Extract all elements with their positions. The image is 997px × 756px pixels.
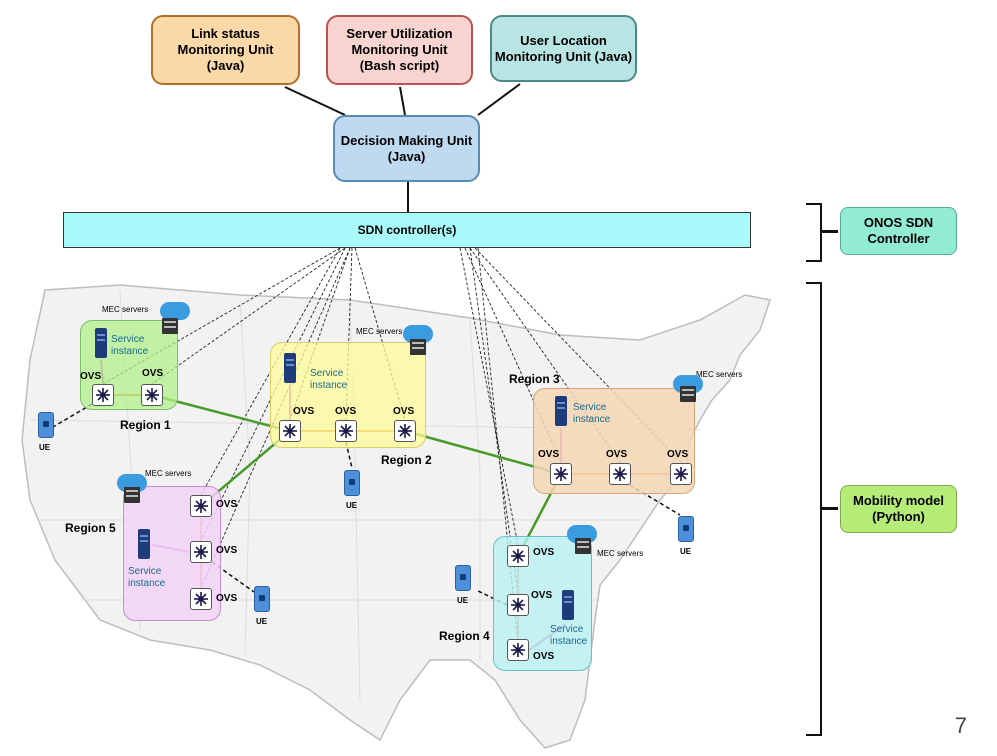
ovs-switch-icon[interactable] xyxy=(92,384,114,406)
onos-sdn-controller-box: ONOS SDN Controller xyxy=(840,207,957,255)
mobility-model-box: Mobility model (Python) xyxy=(840,485,957,533)
server-icon xyxy=(138,529,150,559)
ue-phone-icon[interactable] xyxy=(38,412,54,438)
ue-phone-icon[interactable] xyxy=(678,516,694,542)
onos-bracket xyxy=(806,203,822,262)
server-rack-icon xyxy=(680,386,696,402)
server-icon xyxy=(95,328,107,358)
unit-connectors xyxy=(284,83,521,212)
ovs-label: OVS xyxy=(293,406,315,417)
ovs-switch-icon[interactable] xyxy=(394,420,416,442)
ovs-label: OVS xyxy=(80,371,102,382)
ovs-switch-icon[interactable] xyxy=(507,545,529,567)
decision-making-unit: Decision Making Unit (Java) xyxy=(333,115,480,182)
ovs-label: OVS xyxy=(335,406,357,417)
ovs-switch-icon[interactable] xyxy=(141,384,163,406)
ue-phone-icon[interactable] xyxy=(455,565,471,591)
ovs-label: OVS xyxy=(533,547,555,558)
ovs-label: OVS xyxy=(216,499,238,510)
service-instance-label: Service instance xyxy=(111,334,149,357)
service-instance-label: Service instance xyxy=(573,402,611,425)
server-rack-icon xyxy=(124,487,140,503)
mec-servers-label: MEC servers xyxy=(356,327,403,336)
mec-servers-label: MEC servers xyxy=(597,549,644,558)
ovs-switch-icon[interactable] xyxy=(190,588,212,610)
ovs-label: OVS xyxy=(393,406,415,417)
ovs-switch-icon[interactable] xyxy=(670,463,692,485)
server-rack-icon xyxy=(410,339,426,355)
ovs-switch-icon[interactable] xyxy=(507,639,529,661)
ue-label: UE xyxy=(39,443,51,452)
ovs-label: OVS xyxy=(533,651,555,662)
ovs-switch-icon[interactable] xyxy=(190,495,212,517)
service-instance-label: Service instance xyxy=(550,624,588,647)
ovs-label: OVS xyxy=(216,545,238,556)
ovs-label: OVS xyxy=(531,590,553,601)
ovs-label: OVS xyxy=(142,368,164,379)
ovs-switch-icon[interactable] xyxy=(609,463,631,485)
ovs-label: OVS xyxy=(216,593,238,604)
server-utilization-monitoring-unit: Server Utilization Monitoring Unit (Bash… xyxy=(326,15,473,85)
mec-servers-label: MEC servers xyxy=(696,370,743,379)
user-location-monitoring-unit: User Location Monitoring Unit (Java) xyxy=(490,15,637,82)
ue-phone-icon[interactable] xyxy=(254,586,270,612)
ovs-switch-icon[interactable] xyxy=(550,463,572,485)
region-3-label: Region 3 xyxy=(509,372,560,386)
ovs-label: OVS xyxy=(667,449,689,460)
server-icon xyxy=(284,353,296,383)
service-instance-label: Service instance xyxy=(310,368,348,391)
cloud-icon xyxy=(160,302,190,320)
region-5-label: Region 5 xyxy=(65,521,116,535)
ue-label: UE xyxy=(680,547,692,556)
mec-servers-label: MEC servers xyxy=(145,469,192,478)
ovs-switch-icon[interactable] xyxy=(335,420,357,442)
page-number: 7 xyxy=(954,713,967,738)
server-icon xyxy=(562,590,574,620)
region-4-label: Region 4 xyxy=(439,629,490,643)
server-icon xyxy=(555,396,567,426)
ue-label: UE xyxy=(346,501,358,510)
ovs-switch-icon[interactable] xyxy=(190,541,212,563)
ovs-switch-icon[interactable] xyxy=(507,594,529,616)
sdn-controller-bar: SDN controller(s) xyxy=(63,212,751,248)
region-1-label: Region 1 xyxy=(120,418,171,432)
ue-label: UE xyxy=(457,596,469,605)
service-instance-label: Service instance xyxy=(128,566,166,589)
server-rack-icon xyxy=(575,538,591,554)
ovs-label: OVS xyxy=(606,449,628,460)
ovs-label: OVS xyxy=(538,449,560,460)
region-2-label: Region 2 xyxy=(381,453,432,467)
ue-label: UE xyxy=(256,617,268,626)
ovs-switch-icon[interactable] xyxy=(279,420,301,442)
cloud-icon xyxy=(403,325,433,343)
link-status-monitoring-unit: Link status Monitoring Unit (Java) xyxy=(151,15,300,85)
mec-servers-label: MEC servers xyxy=(102,305,149,314)
server-rack-icon xyxy=(162,318,178,334)
ue-phone-icon[interactable] xyxy=(344,470,360,496)
